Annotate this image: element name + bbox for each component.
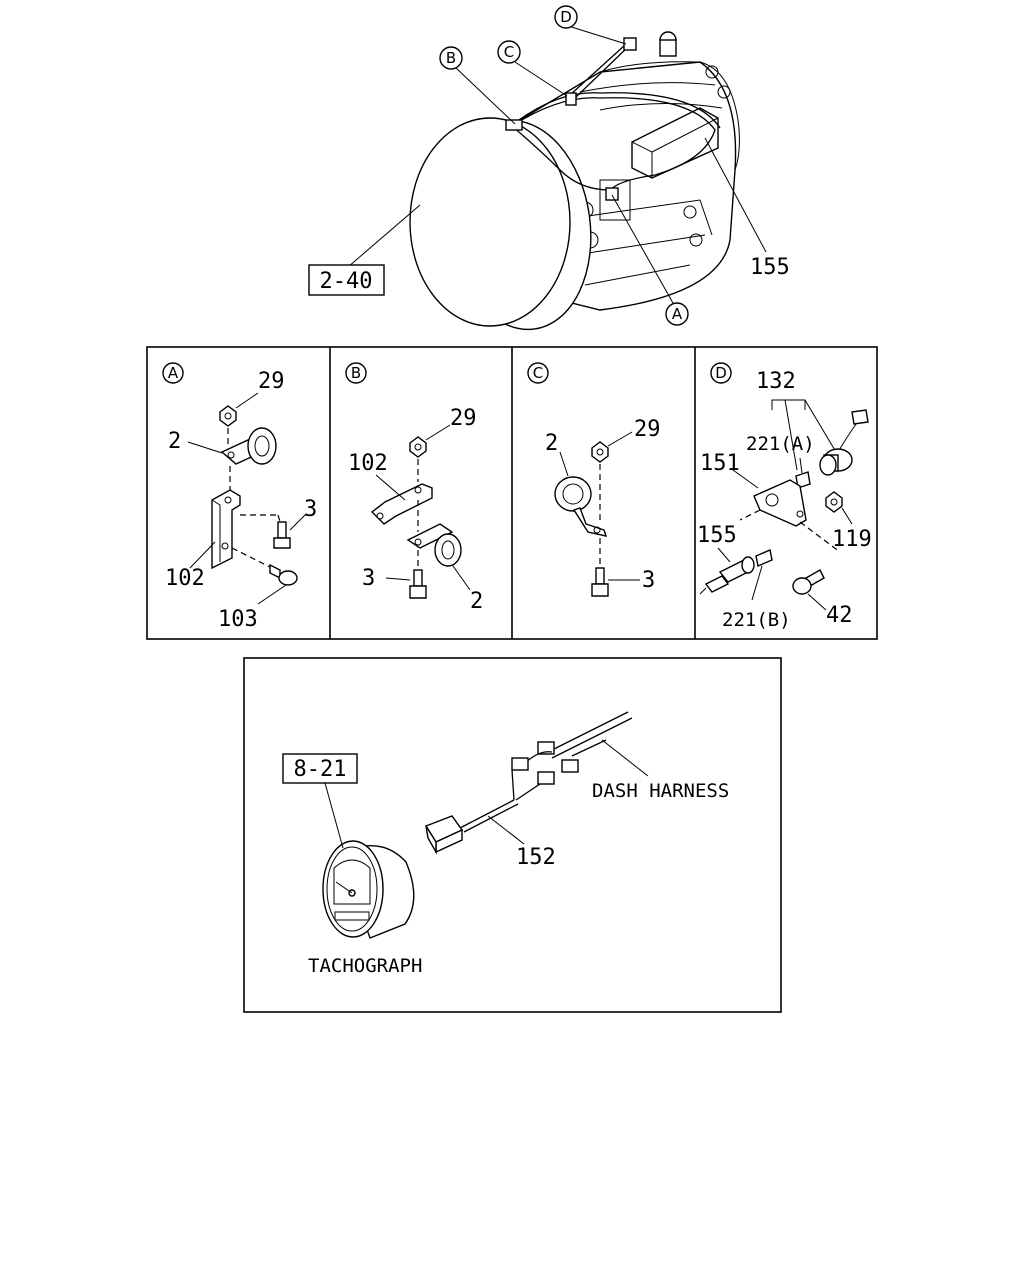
panel-b-letter: B bbox=[351, 364, 361, 382]
panel-d-label-pin-a: 221(A) bbox=[746, 433, 815, 455]
panel-d-label-sensor: 155 bbox=[697, 523, 737, 548]
tachograph-ref-box bbox=[282, 753, 358, 784]
sensor-part-number: 155 bbox=[750, 255, 790, 280]
main-callouts: D C B A 155 2-40 bbox=[308, 5, 790, 326]
callout-d-letter: D bbox=[560, 8, 572, 26]
callout-c-letter: C bbox=[504, 43, 514, 61]
callout-b-circle bbox=[439, 46, 463, 70]
panel-a-label-bolt: 103 bbox=[218, 607, 258, 632]
panel-d: D 132 221(A) 151 119 155 bbox=[697, 362, 872, 631]
panel-c-label-nut: 29 bbox=[634, 417, 661, 442]
callout-c-circle bbox=[497, 40, 521, 64]
tachograph-label: TACHOGRAPH bbox=[308, 955, 422, 977]
panel-d-label-bolt: 42 bbox=[826, 603, 853, 628]
panel-d-letter: D bbox=[715, 364, 727, 382]
transmission-ref: 2-40 bbox=[320, 269, 373, 294]
panel-a: A 29 2 102 3 103 bbox=[162, 362, 317, 632]
panel-b-label-nut: 29 bbox=[450, 406, 477, 431]
panel-c: C 2 29 3 bbox=[527, 362, 661, 597]
transmission-assembly bbox=[409, 31, 740, 331]
panel-a-label-screw: 3 bbox=[304, 497, 317, 522]
panel-c-circle bbox=[527, 362, 549, 384]
panel-b-label-screw: 3 bbox=[362, 566, 375, 591]
panel-c-label-clip: 2 bbox=[545, 431, 558, 456]
panel-b-label-bracket: 102 bbox=[348, 451, 388, 476]
detail-panels-frame bbox=[146, 346, 878, 640]
callout-a-letter: A bbox=[672, 305, 683, 323]
panel-a-circle bbox=[162, 362, 184, 384]
panel-b: B 29 102 2 3 bbox=[345, 362, 483, 614]
panel-b-circle bbox=[345, 362, 367, 384]
callout-a-circle bbox=[665, 302, 689, 326]
panel-a-letter: A bbox=[168, 364, 179, 382]
panel-a-label-bracket: 102 bbox=[165, 566, 205, 591]
callout-d-circle bbox=[554, 5, 578, 29]
transmission-ref-box bbox=[308, 264, 385, 296]
callout-b-letter: B bbox=[446, 49, 456, 67]
harness-part-number: 152 bbox=[516, 845, 556, 870]
panel-d-label-plate: 151 bbox=[700, 451, 740, 476]
dash-harness-label: DASH HARNESS bbox=[592, 780, 729, 802]
panel-d-label-assembly: 132 bbox=[756, 369, 796, 394]
panel-d-circle bbox=[710, 362, 732, 384]
tachograph-panel: DASH HARNESS 152 8-21 TACHOGRAPH bbox=[243, 657, 782, 1013]
panel-d-label-pin-b: 221(B) bbox=[722, 609, 791, 631]
tachograph-ref: 8-21 bbox=[294, 757, 347, 782]
panel-c-letter: C bbox=[533, 364, 543, 382]
panel-b-label-clip: 2 bbox=[470, 589, 483, 614]
panel-a-label-clip: 2 bbox=[168, 429, 181, 454]
panel-c-label-screw: 3 bbox=[642, 568, 655, 593]
panel-a-label-nut: 29 bbox=[258, 369, 285, 394]
panel-d-label-nut: 119 bbox=[832, 527, 872, 552]
